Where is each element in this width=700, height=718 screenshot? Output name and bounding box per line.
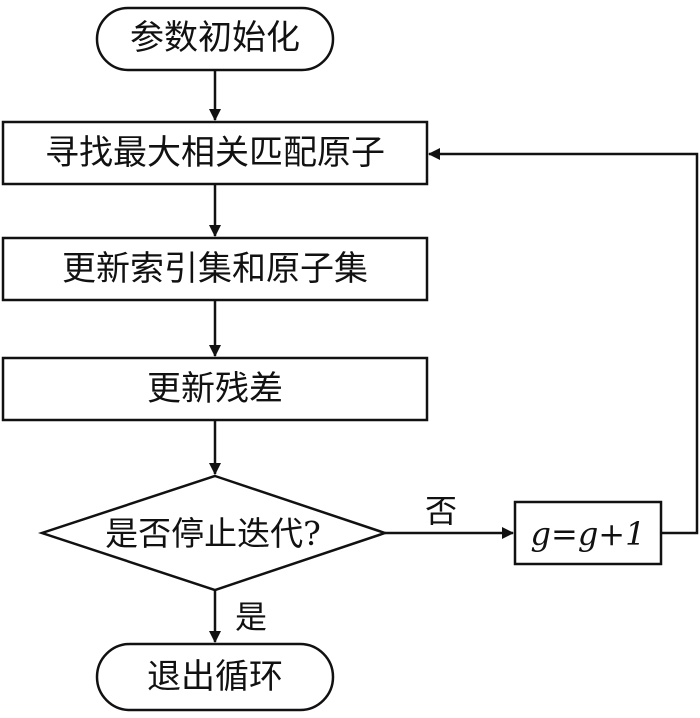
update-residual-label: 更新残差 — [147, 369, 283, 409]
increment-node: g=g+1 — [513, 500, 663, 566]
decision-node: 是否停止迭代? — [38, 474, 389, 592]
start-node: 参数初始化 — [95, 6, 335, 72]
loop-back-arrow — [428, 148, 699, 535]
no-branch-label: 否 — [425, 492, 457, 530]
update-sets-node: 更新索引集和原子集 — [1, 236, 429, 302]
find-atom-node: 寻找最大相关匹配原子 — [1, 120, 429, 186]
end-node: 退出循环 — [95, 642, 335, 712]
increment-label: g=g+1 — [531, 515, 646, 553]
update-sets-label: 更新索引集和原子集 — [62, 249, 368, 289]
find-atom-label: 寻找最大相关匹配原子 — [45, 133, 385, 173]
update-residual-node: 更新残差 — [1, 356, 429, 422]
yes-branch-label: 是 — [235, 598, 267, 636]
end-node-label: 退出循环 — [147, 657, 283, 697]
start-node-label: 参数初始化 — [130, 18, 300, 58]
decision-label: 是否停止迭代? — [105, 514, 321, 553]
